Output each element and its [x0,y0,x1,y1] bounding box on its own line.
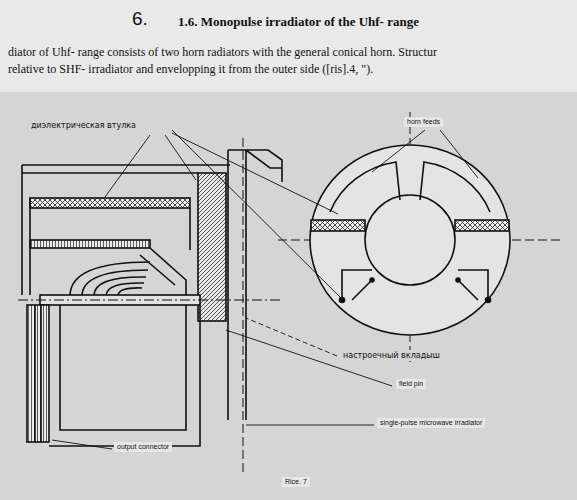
front-view [310,145,510,335]
axis-lines [18,112,562,472]
section-title: 1.6. Monopulse irradiator of the Uhf- ra… [178,15,419,30]
body-text: diator of Uhf- range consists of two hor… [8,46,437,60]
leader-lines [52,130,478,449]
body-text: relative to SHF- irradiator and envelopp… [8,63,373,77]
part-name: single-pulse microwave irradiator [377,418,485,428]
part-name: настроечный вкладыш [340,350,443,361]
part-name: field pin [396,379,426,389]
part-name: output connector [114,442,172,452]
part-name: диэлектрическая втулка [28,120,139,131]
header-band [0,0,577,92]
figure-caption: Rice. 7 [282,477,310,487]
part-name: horn feeds [404,117,443,127]
page-number: 6. [132,8,148,30]
